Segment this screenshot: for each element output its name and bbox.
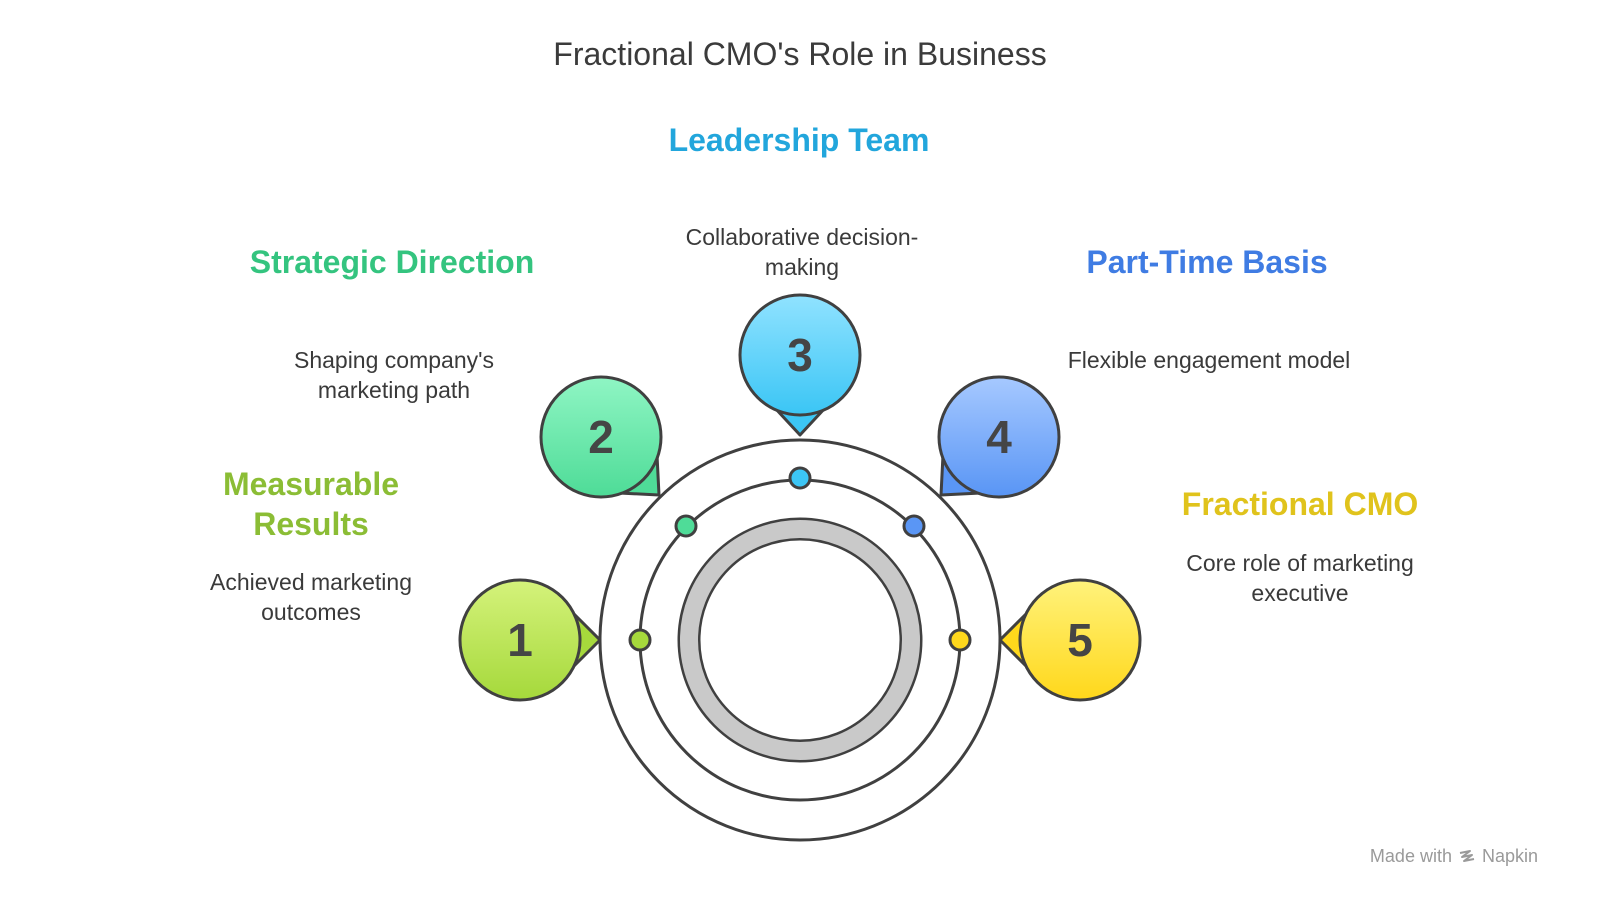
bubble-number: 5: [1067, 614, 1093, 666]
desc-measurable-results: Achieved marketing outcomes: [161, 567, 461, 627]
inner-ring-fill: [680, 520, 920, 760]
label-text: Strategic Direction: [249, 244, 535, 280]
bubble-fill: [543, 379, 659, 495]
desc-fractional-cmo: Core role of marketing executive: [1150, 548, 1450, 608]
desc-text: Achieved marketing outcomes: [210, 569, 412, 625]
label-fractional-cmo: Fractional CMO: [1140, 484, 1460, 524]
label-text: Measurable Results: [222, 466, 400, 542]
label-strategic-direction: Strategic Direction: [242, 242, 542, 282]
napkin-logo-icon: [1459, 849, 1475, 862]
bubble-1: 1: [458, 578, 652, 702]
label-leadership-team: Leadership Team: [649, 120, 949, 160]
bubble-fill: [742, 297, 858, 413]
bubble-3: 3: [738, 293, 862, 490]
outer-ring: [598, 438, 1002, 842]
desc-part-time-basis: Flexible engagement model: [1059, 345, 1359, 375]
watermark-brand: Napkin: [1481, 846, 1538, 866]
bubble-5: 5: [948, 578, 1142, 702]
bubble-number: 3: [787, 329, 813, 381]
desc-text: Shaping company's marketing path: [293, 347, 494, 403]
bubble-fill: [1022, 582, 1138, 698]
bubble-number: 2: [588, 411, 614, 463]
label-text: Part-Time Basis: [1086, 244, 1328, 280]
orbit-dot-4: [902, 514, 926, 538]
orbit-dot-1: [628, 628, 652, 652]
orbit-dot-2: [674, 514, 698, 538]
bubble-fill: [941, 379, 1057, 495]
bubble-number: 4: [986, 411, 1012, 463]
label-text: Leadership Team: [668, 122, 930, 158]
label-text: Fractional CMO: [1181, 486, 1419, 522]
label-part-time-basis: Part-Time Basis: [1057, 242, 1357, 282]
desc-text: Flexible engagement model: [1067, 347, 1351, 373]
orbit-dot-3: [788, 466, 812, 490]
desc-strategic-direction: Shaping company's marketing path: [244, 345, 544, 405]
diagram-title: Fractional CMO's Role in Business: [553, 36, 1047, 72]
bubble-4: 4: [902, 375, 1061, 538]
desc-text: Core role of marketing executive: [1186, 550, 1414, 606]
bubble-number: 1: [507, 614, 533, 666]
label-measurable-results: Measurable Results: [161, 464, 461, 544]
desc-text: Collaborative decision-making: [685, 224, 919, 280]
watermark: Made with Napkin: [1370, 846, 1538, 867]
watermark-prefix: Made with: [1369, 846, 1452, 866]
bubble-fill: [462, 582, 578, 698]
orbit-dot-5: [948, 628, 972, 652]
bubble-2: 2: [539, 375, 698, 538]
desc-leadership-team: Collaborative decision-making: [652, 222, 952, 282]
